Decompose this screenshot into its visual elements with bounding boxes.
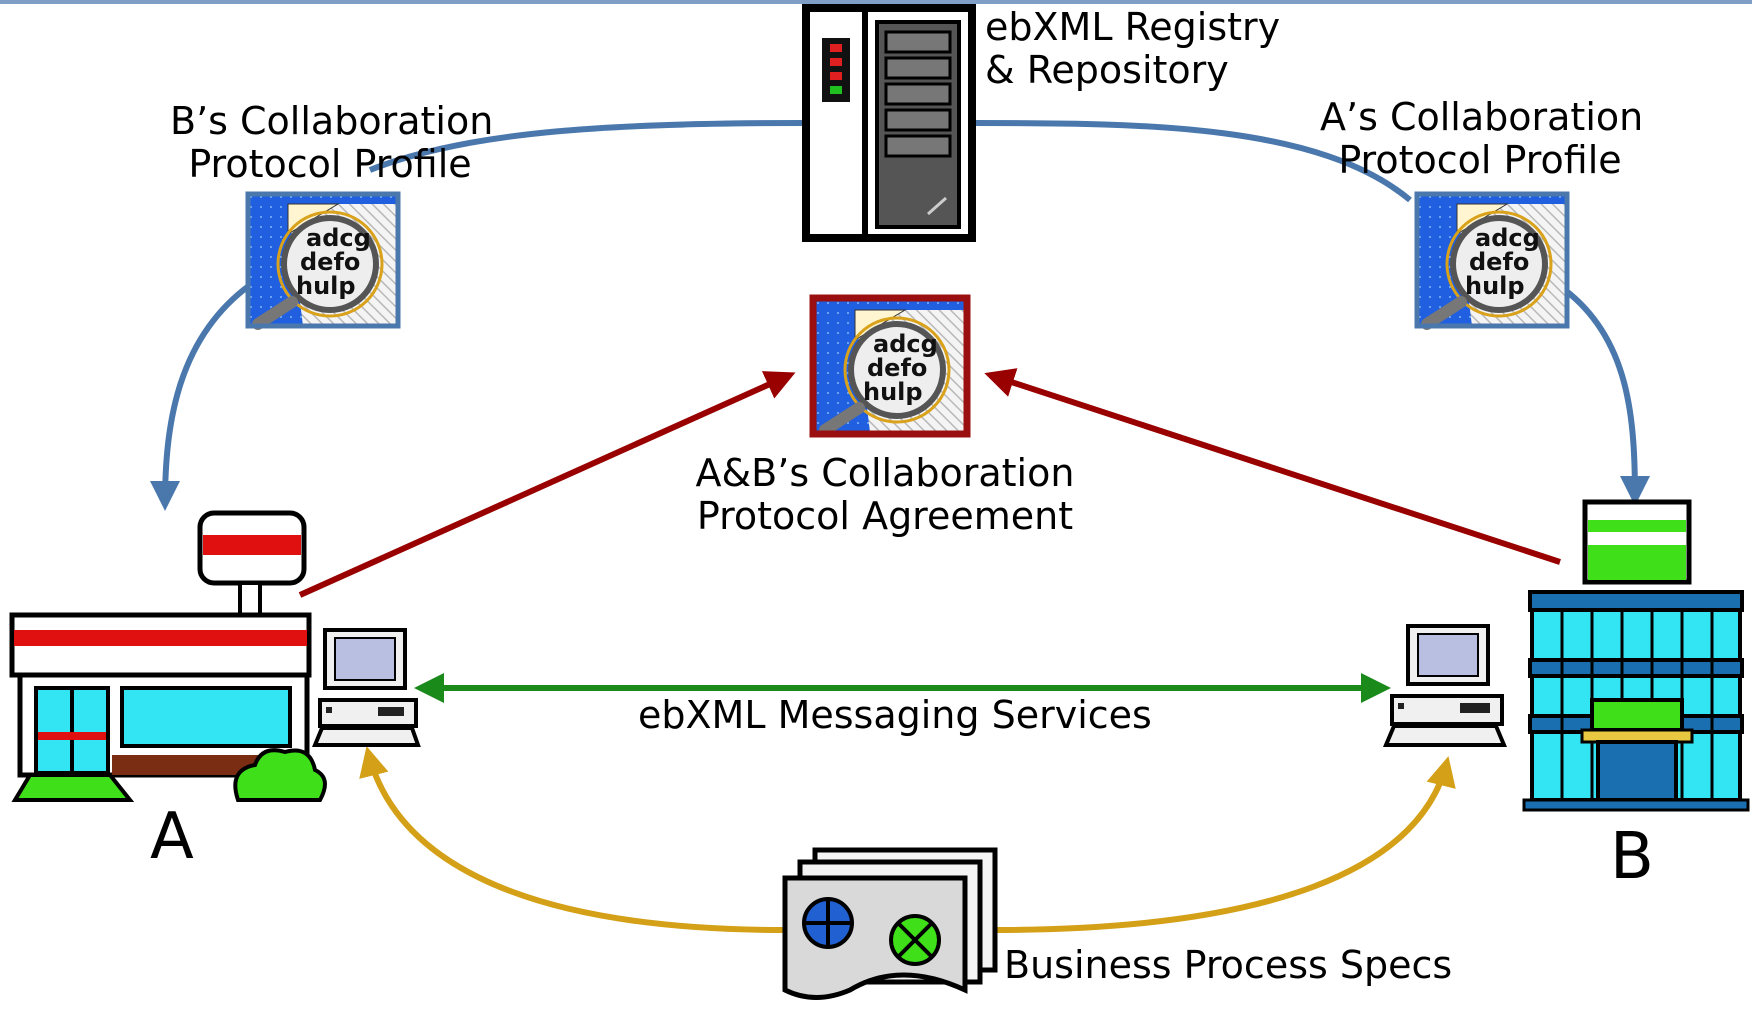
flow-a-cpp-to-b bbox=[1563, 287, 1650, 506]
business-process-specs-icon bbox=[782, 847, 998, 1000]
registry-label-line1: ebXML Registry bbox=[985, 5, 1281, 49]
a-cpp-label: A’s Collaboration Protocol Profile bbox=[1320, 95, 1644, 182]
flow-registry-to-b-cpp bbox=[368, 120, 806, 173]
registry-server-icon bbox=[802, 4, 976, 242]
store-a-icon bbox=[9, 510, 327, 802]
cpa-label-line2: Protocol Agreement bbox=[696, 493, 1074, 538]
a-cpp-document-icon bbox=[1417, 194, 1567, 326]
b-cpp-label: B’s Collaboration Protocol Profile bbox=[170, 99, 494, 186]
cpa-label: A&B’s Collaboration Protocol Agreement bbox=[690, 452, 1080, 537]
top-rule bbox=[0, 0, 1752, 4]
bps-label: Business Process Specs bbox=[1004, 943, 1453, 987]
cpa-document-icon bbox=[813, 298, 967, 434]
flow-bps-to-b bbox=[994, 756, 1456, 933]
cpa-label-line1: A&B’s Collaboration bbox=[695, 451, 1075, 495]
flow-b-to-cpa bbox=[984, 368, 1561, 565]
party-b-label: B bbox=[1610, 820, 1654, 894]
messaging-label: ebXML Messaging Services bbox=[638, 693, 1152, 737]
a-cpp-label-line1: A’s Collaboration bbox=[1320, 95, 1644, 139]
flow-bps-to-a bbox=[359, 746, 786, 933]
flow-registry-to-a-cpp bbox=[974, 120, 1412, 203]
office-b-icon bbox=[1522, 499, 1750, 812]
flow-a-to-cpa bbox=[298, 371, 796, 598]
b-cpp-label-line1: B’s Collaboration bbox=[170, 99, 494, 143]
flow-b-cpp-to-a bbox=[150, 282, 252, 511]
registry-label-line2: & Repository bbox=[985, 47, 1229, 92]
computer-b-icon bbox=[1382, 624, 1508, 747]
b-cpp-document-icon bbox=[248, 194, 398, 326]
computer-a-icon bbox=[312, 628, 421, 747]
a-cpp-label-line2: Protocol Profile bbox=[1338, 137, 1622, 182]
registry-label: ebXML Registry & Repository bbox=[985, 6, 1280, 91]
b-cpp-label-line2: Protocol Profile bbox=[188, 141, 472, 186]
party-a-label: A bbox=[150, 800, 194, 874]
